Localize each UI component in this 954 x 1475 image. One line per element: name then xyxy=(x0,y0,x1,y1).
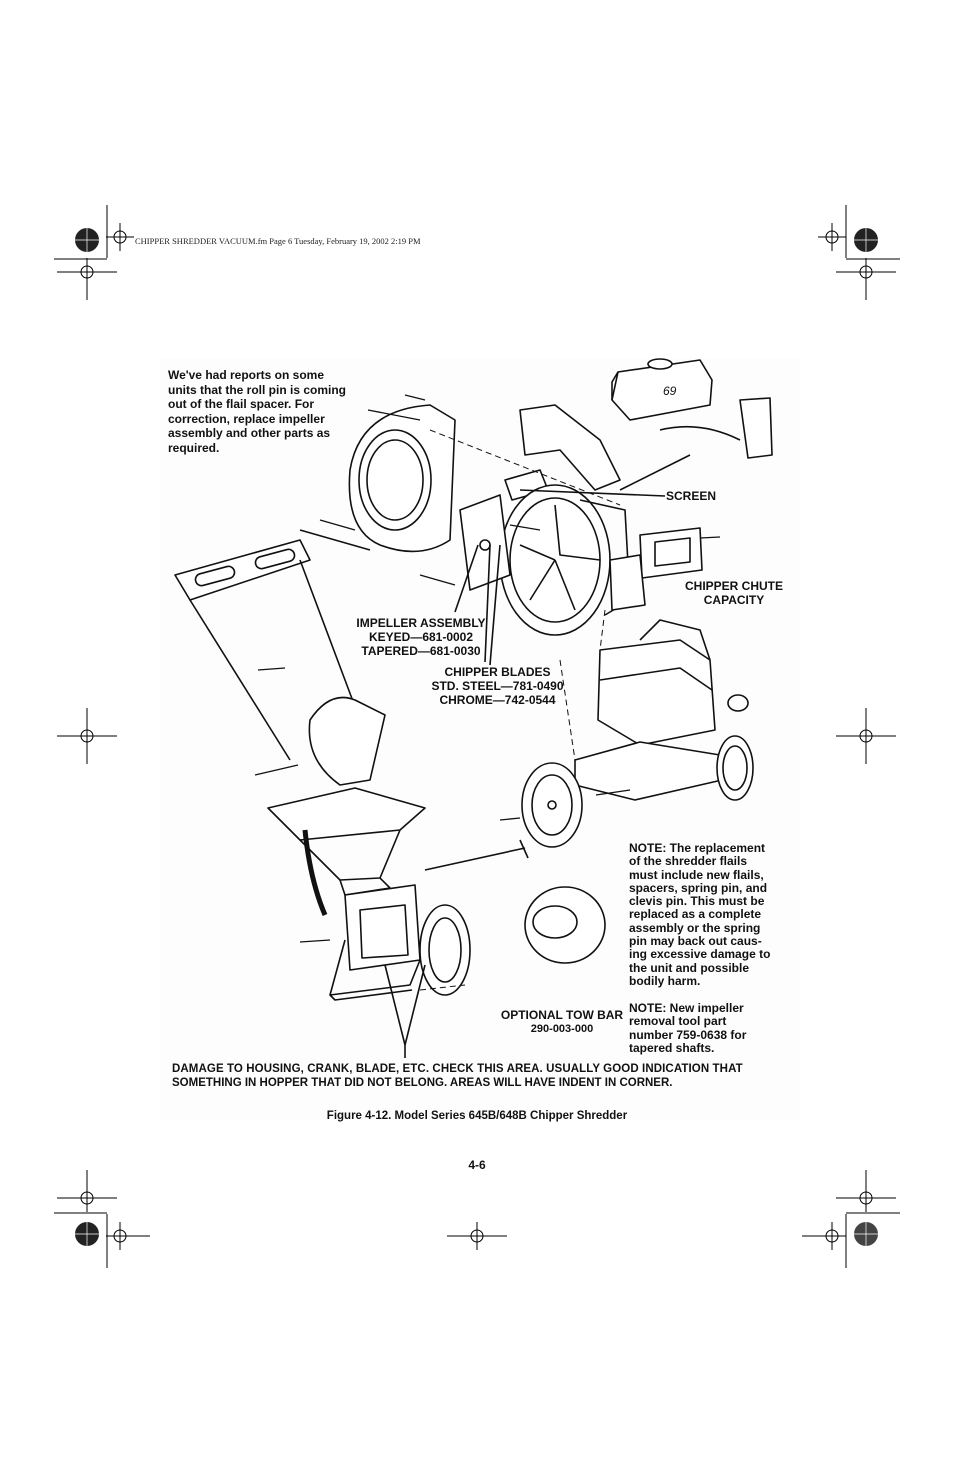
print-header: CHIPPER SHREDDER VACUUM.fm Page 6 Tuesda… xyxy=(135,236,421,246)
engine-icon xyxy=(597,619,749,746)
impeller-assembly-callout: IMPELLER ASSEMBLY KEYED—681-0002 TAPERED… xyxy=(356,616,486,658)
hopper-frame-icon xyxy=(174,539,386,786)
roll-pin-note: We've had reports on some units that the… xyxy=(168,368,347,455)
screen-callout: SCREEN xyxy=(666,489,717,503)
fuel-tank-icon xyxy=(611,358,713,421)
damage-warning: DAMAGE TO HOUSING, CRANK, BLADE, ETC. CH… xyxy=(172,1063,743,1089)
chipper-blades-callout: CHIPPER BLADES STD. STEEL—781-0490 CHROM… xyxy=(431,665,564,707)
registration-target-icon xyxy=(75,228,878,1246)
tow-bar-callout: OPTIONAL TOW BAR 290-003-000 xyxy=(500,1008,624,1035)
crosshair-icon xyxy=(57,223,896,1250)
tank-number: 69 xyxy=(663,384,677,398)
leader-lines xyxy=(299,454,691,1058)
figure-caption: Figure 4-12. Model Series 645B/648B Chip… xyxy=(326,1110,628,1122)
page-number: 4-6 xyxy=(468,1158,486,1172)
lower-housing-icon xyxy=(329,884,471,1001)
rear-housing-icon xyxy=(348,404,456,553)
chipper-chute-callout: CHIPPER CHUTE CAPACITY xyxy=(684,579,783,607)
hopper-icon xyxy=(267,787,426,896)
flails-note: NOTE: The replacement of the shredder fl… xyxy=(629,841,771,988)
diagram-area xyxy=(160,358,800,1120)
wheel-icon xyxy=(521,735,754,848)
impeller-tool-note: NOTE: New impeller removal tool part num… xyxy=(629,1001,747,1055)
